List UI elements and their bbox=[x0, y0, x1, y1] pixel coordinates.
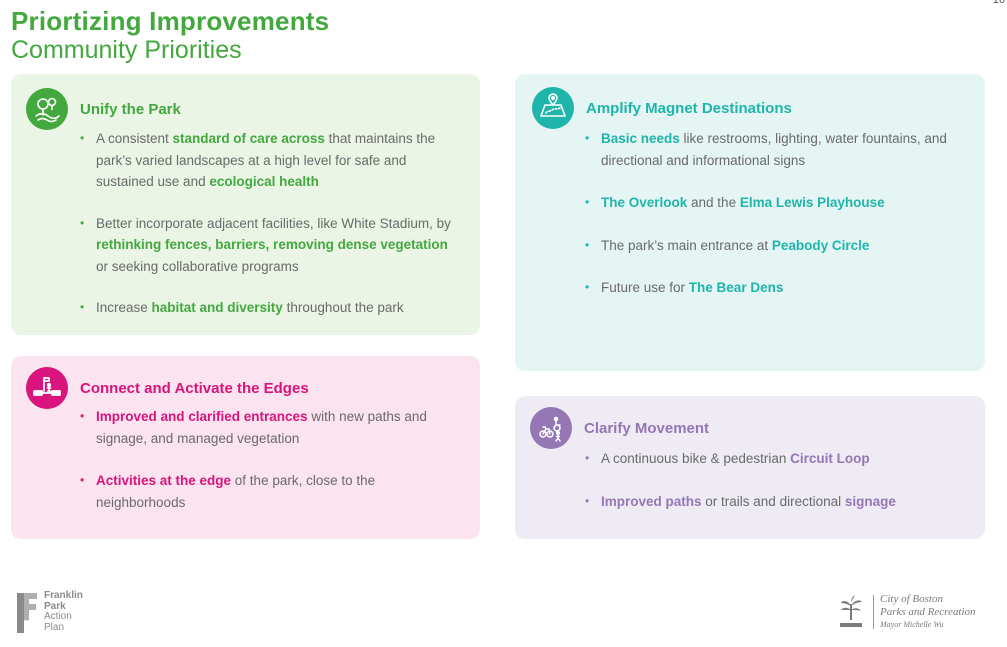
unify-the-park-card: Unify the Park A consistent standard of … bbox=[11, 74, 480, 335]
bullet-text: and the bbox=[687, 195, 740, 210]
logo-line: Park bbox=[44, 600, 66, 612]
bullet-item: Basic needs like restrooms, lighting, wa… bbox=[585, 128, 970, 171]
bullet-item: Increase habitat and diversity throughou… bbox=[80, 297, 460, 319]
boston-parks-tree-logo-icon bbox=[840, 594, 862, 627]
bullet-emphasis: Elma Lewis Playhouse bbox=[739, 195, 885, 210]
park-edge-entrance-icon bbox=[26, 367, 68, 409]
connect-activate-edges-card: Connect and Activate the Edges Improved … bbox=[11, 356, 480, 539]
card-title: Unify the Park bbox=[80, 100, 181, 118]
amplify-magnet-destinations-card: Amplify Magnet Destinations Basic needs … bbox=[515, 74, 985, 371]
bullet-emphasis: The Bear Dens bbox=[688, 280, 784, 295]
bullet-list: Basic needs like restrooms, lighting, wa… bbox=[585, 128, 970, 320]
bullet-text: A continuous bike & pedestrian bbox=[601, 451, 791, 466]
card-title: Connect and Activate the Edges bbox=[80, 379, 309, 397]
bullet-item: The Overlook and the Elma Lewis Playhous… bbox=[585, 192, 970, 214]
bullet-emphasis: Activities at the edge bbox=[96, 473, 232, 488]
boston-parks-wordmark: City of Boston Parks and Recreation Mayo… bbox=[880, 593, 976, 630]
bullet-list: Improved and clarified entrances with ne… bbox=[80, 406, 460, 534]
bullet-emphasis: Circuit Loop bbox=[790, 451, 870, 466]
franklin-park-logo: Franklin Park Action Plan bbox=[17, 590, 83, 633]
logo-line: Mayor Michelle Wu bbox=[880, 620, 944, 629]
bullet-emphasis: Improved paths bbox=[601, 493, 702, 509]
clarify-movement-card: Clarify Movement A continuous bike & ped… bbox=[515, 396, 985, 539]
bullet-text: of the park, close to the neighborhoods bbox=[96, 473, 376, 510]
bullet-text: Increase bbox=[96, 300, 152, 315]
bullet-emphasis: Basic needs bbox=[601, 131, 680, 146]
bullet-item: Improved paths or trails and directional… bbox=[585, 491, 970, 513]
bullet-text: or trails and directional bbox=[701, 493, 845, 509]
bullet-emphasis: habitat and diversity bbox=[151, 300, 283, 315]
bullet-text: The park’s main entrance at bbox=[601, 237, 772, 253]
card-header: Amplify Magnet Destinations bbox=[532, 87, 792, 129]
logo-line: Plan bbox=[44, 621, 65, 633]
bullet-text: or seeking collaborative programs bbox=[96, 258, 299, 274]
bullet-item: A continuous bike & pedestrian Circuit L… bbox=[585, 448, 970, 470]
franklin-park-wordmark: Franklin Park Action Plan bbox=[44, 590, 83, 633]
map-pin-destination-icon bbox=[532, 87, 574, 129]
logo-line: Action bbox=[44, 611, 72, 622]
bullet-text: Better incorporate adjacent facilities, … bbox=[96, 215, 451, 231]
card-title: Clarify Movement bbox=[584, 419, 710, 437]
bullet-item: Improved and clarified entrances with ne… bbox=[80, 406, 460, 449]
logo-line: Parks and Recreation bbox=[880, 606, 976, 618]
bullet-text: Future use for bbox=[601, 280, 689, 295]
park-landscape-icon bbox=[26, 88, 68, 130]
logo-line: Franklin bbox=[44, 590, 83, 601]
bullet-text: like restrooms, lighting, water fountain… bbox=[601, 131, 947, 168]
logo-line: City of Boston bbox=[880, 593, 943, 605]
card-header: Unify the Park bbox=[26, 88, 181, 130]
card-header: Connect and Activate the Edges bbox=[26, 367, 309, 409]
bullet-item: Better incorporate adjacent facilities, … bbox=[80, 213, 460, 278]
franklin-park-logo-icon bbox=[17, 593, 37, 633]
card-title: Amplify Magnet Destinations bbox=[586, 99, 792, 117]
bullet-emphasis: signage bbox=[844, 493, 896, 509]
bullet-text: throughout the park bbox=[282, 300, 404, 315]
bullet-list: A consistent standard of care across tha… bbox=[80, 128, 460, 339]
bullet-text: with new paths and signage, and managed … bbox=[96, 409, 427, 446]
bullet-item: Future use for The Bear Dens bbox=[585, 277, 970, 299]
bullet-emphasis: The Overlook bbox=[601, 195, 688, 210]
card-header: Clarify Movement bbox=[530, 407, 709, 449]
bullet-emphasis: rethinking fences, barriers, removing de… bbox=[96, 237, 448, 252]
boston-parks-logo: City of Boston Parks and Recreation Mayo… bbox=[839, 593, 976, 630]
bullet-emphasis: ecological health bbox=[209, 174, 319, 189]
bullet-text: A consistent bbox=[96, 131, 173, 146]
bullet-item: The park’s main entrance at Peabody Circ… bbox=[585, 235, 970, 257]
bullet-emphasis: standard of care across bbox=[172, 131, 325, 146]
bullet-list: A continuous bike & pedestrian Circuit L… bbox=[585, 448, 970, 533]
bullet-item: Activities at the edge of the park, clos… bbox=[80, 470, 460, 513]
logo-divider bbox=[873, 594, 874, 629]
bike-pedestrian-wheelchair-icon bbox=[530, 407, 572, 449]
bullet-emphasis: Improved and clarified entrances bbox=[96, 409, 308, 424]
page-title: Priortizing Improvements bbox=[11, 6, 330, 36]
page-subtitle: Community Priorities bbox=[11, 36, 242, 64]
page-number: 16 bbox=[992, 0, 1005, 6]
bullet-item: A consistent standard of care across tha… bbox=[80, 128, 460, 193]
bullet-text: that maintains the park’s varied landsca… bbox=[96, 131, 436, 189]
bullet-emphasis: Peabody Circle bbox=[771, 237, 870, 253]
